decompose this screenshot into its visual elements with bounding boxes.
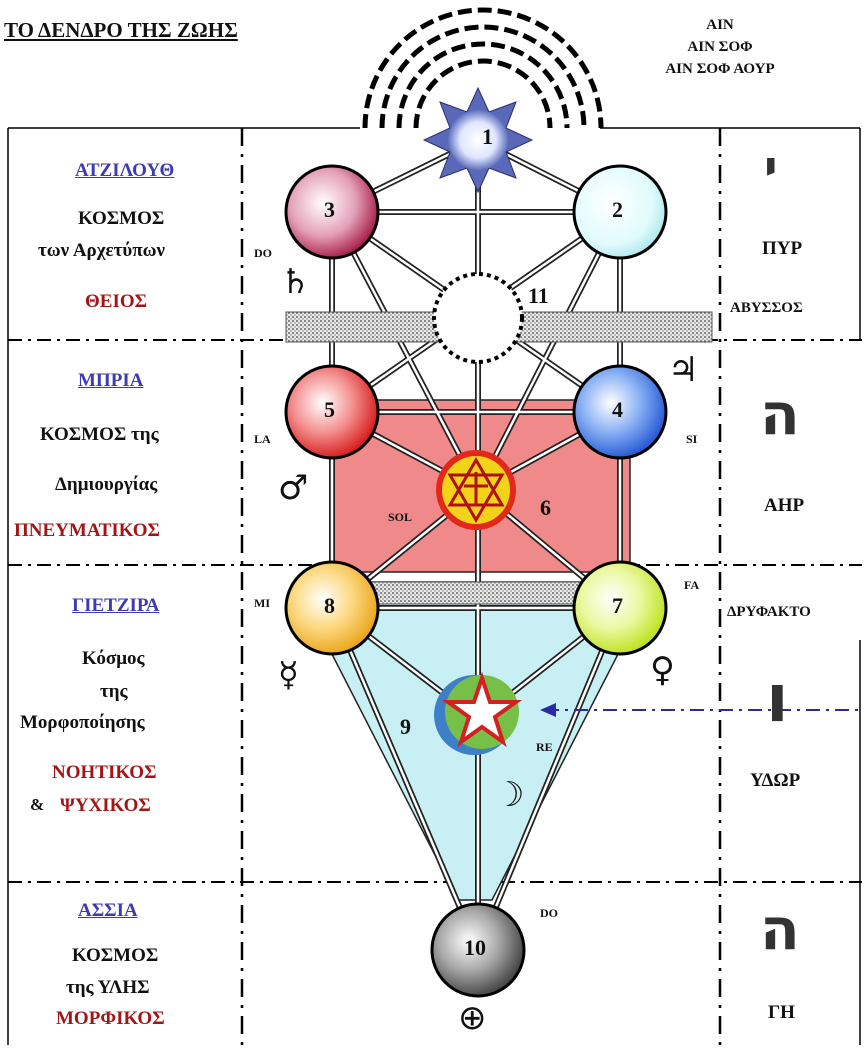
- world-yetzirah-quality-1: ΝΟΗΤΙΚΟΣ: [52, 762, 157, 783]
- world-atziluth-name: ΑΤΖΙΛΟΥΘ: [75, 160, 175, 181]
- sephira-1-star: [422, 86, 534, 194]
- note-do-bottom: DO: [540, 906, 558, 920]
- sephira-8-number: 8: [324, 593, 335, 618]
- sephira-9-number: 9: [400, 714, 411, 739]
- sephira-5-number: 5: [324, 397, 335, 422]
- sephira-10-circle: [430, 902, 526, 998]
- page-title: ΤΟ ΔΕΝΔΡΟ ΤΗΣ ΖΩΗΣ: [4, 18, 238, 42]
- world-atziluth-desc-2: των Αρχετύπων: [38, 240, 166, 261]
- world-atziluth-desc-1: ΚΟΣΜΟΣ: [78, 208, 165, 229]
- veil-label: ΔΡΥΦΑΚΤΟ: [727, 604, 811, 620]
- note-fa: FA: [684, 578, 700, 592]
- element-air-label: ΑΗΡ: [764, 495, 805, 516]
- sephira-2-number: 2: [612, 197, 623, 222]
- sephira-7-circle: [572, 560, 668, 656]
- world-assiah-desc-1: ΚΟΣΜΟΣ: [72, 945, 159, 966]
- hebrew-letter-vav: ו: [766, 660, 789, 737]
- ain-arcs: [362, 7, 604, 129]
- sephira-3-number: 3: [324, 197, 335, 222]
- sephira-7-number: 7: [612, 593, 623, 618]
- sephira-11-circle: [432, 272, 524, 364]
- hebrew-letter-yod: י: [764, 140, 778, 194]
- note-sol: SOL: [388, 510, 413, 524]
- jupiter-icon: ♃: [668, 350, 699, 390]
- world-yetzirah-name: ΓΙΕΤΖΙΡΑ: [72, 595, 160, 616]
- sephira-6-number: 6: [540, 495, 551, 520]
- world-briah-desc-1: ΚΟΣΜΟΣ της: [40, 424, 159, 445]
- note-si: SI: [686, 432, 698, 446]
- sephira-11-number: 11: [528, 283, 549, 308]
- note-mi: MI: [254, 596, 270, 610]
- sephira-6-emblem: [436, 450, 516, 530]
- world-assiah-name: ΑΣΣΙΑ: [78, 900, 138, 921]
- element-water-label: ΥΔΩΡ: [750, 770, 801, 791]
- sephira-1-number: 1: [482, 124, 493, 149]
- sephira-2-circle: [572, 164, 668, 260]
- earth-icon: ⊕: [458, 998, 487, 1038]
- hebrew-letter-he-1: ה: [760, 380, 800, 448]
- arrow-to-yesod: [540, 703, 862, 717]
- veil-bar: [371, 581, 585, 605]
- mercury-icon: ☿: [278, 655, 299, 695]
- ain-sof-label: ΑΙΝ ΣΟΦ: [687, 39, 753, 55]
- world-assiah-quality: ΜΟΡΦΙΚΟΣ: [56, 1008, 165, 1029]
- venus-icon: ♀: [650, 650, 675, 690]
- hebrew-letter-he-2: ה: [760, 895, 800, 963]
- world-briah-quality: ΠΝΕΥΜΑΤΙΚΟΣ: [14, 520, 160, 541]
- note-do-top: DO: [254, 246, 272, 260]
- column-dividers: [240, 128, 722, 1045]
- element-fire-label: ΠΥΡ: [762, 238, 803, 259]
- sephira-4-circle: [572, 364, 668, 460]
- moon-icon: ☽: [494, 775, 525, 815]
- sephira-10-number: 10: [464, 935, 486, 960]
- note-la: LA: [254, 432, 271, 446]
- world-briah-desc-2: Δημιουργίας: [55, 474, 158, 495]
- table-frame: [7, 127, 861, 1045]
- world-yetzirah-quality-2: ΨΥΧΙΚΟΣ: [60, 795, 151, 816]
- sephira-5-circle: [284, 364, 380, 460]
- world-yetzirah-desc-1: Κόσμος: [82, 648, 145, 669]
- world-yetzirah-desc-2: της: [100, 681, 128, 702]
- world-yetzirah-desc-3: Μορφοποίησης: [20, 712, 145, 733]
- abyss-label: ΑΒΥΣΣΟΣ: [730, 300, 803, 316]
- saturn-icon: ♄: [280, 262, 311, 302]
- sephira-3-circle: [284, 164, 380, 260]
- note-re: RE: [536, 740, 553, 754]
- mars-icon: ♂: [278, 468, 309, 508]
- world-yetzirah-ampersand: &: [30, 795, 45, 814]
- element-earth-label: ΓΗ: [768, 1002, 795, 1023]
- world-assiah-desc-2: της ΥΛΗΣ: [66, 977, 150, 998]
- world-atziluth-quality: ΘΕΙΟΣ: [85, 291, 148, 312]
- sephira-9-emblem: [434, 671, 523, 755]
- sephira-4-number: 4: [612, 397, 623, 422]
- world-briah-name: ΜΠΡΙΑ: [78, 370, 144, 391]
- sephira-8-circle: [284, 560, 380, 656]
- ain-sof-aour-label: ΑΙΝ ΣΟΦ ΑΟΥΡ: [665, 61, 775, 77]
- ain-label: ΑΙΝ: [706, 17, 734, 33]
